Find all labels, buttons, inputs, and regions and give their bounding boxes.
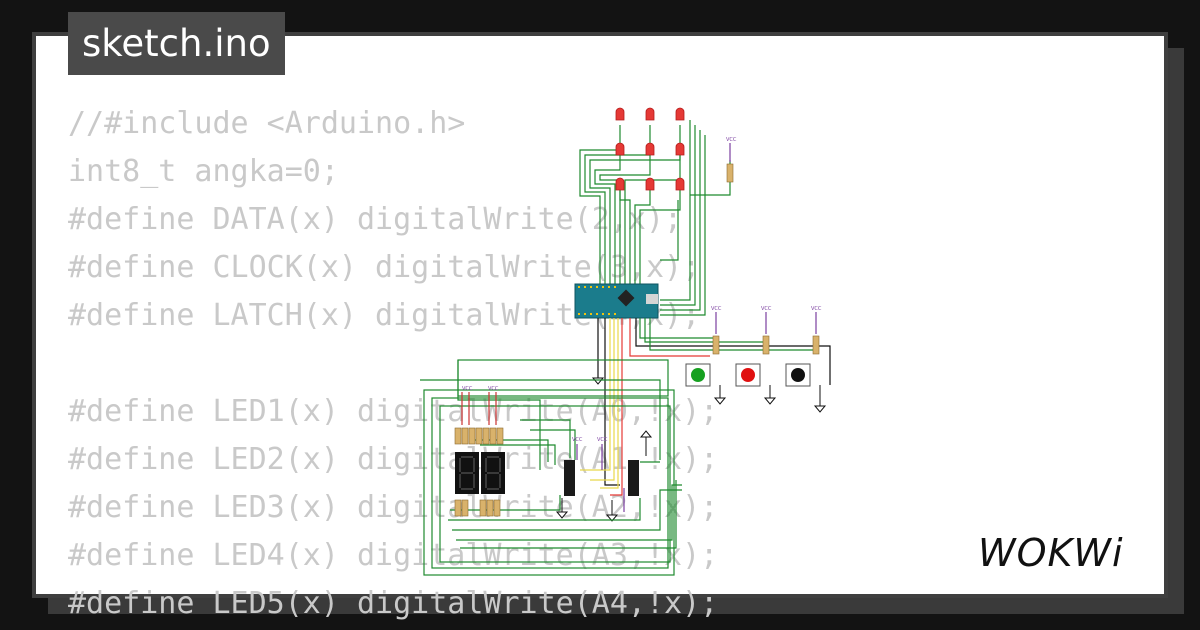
arduino-nano [574, 283, 659, 319]
vcc-label: VCC [462, 386, 473, 392]
vcc-label: VCC [811, 306, 822, 312]
code-line: int8_t angka=0; [68, 154, 339, 189]
logo-text: WOKWi [978, 531, 1124, 575]
ground-symbols [555, 377, 827, 522]
nano-wires [580, 318, 831, 496]
resistor-bank: VCC VCC [454, 386, 504, 517]
code-line: #define LED5(x) digitalWrite(A4,!x); [68, 586, 719, 621]
vcc-label: VCC [597, 437, 608, 443]
code-line: #define LED3(x) digitalWrite(A2,!x); [68, 490, 719, 525]
seven-segment-display [455, 452, 505, 494]
button-resistors: VCC VCC VCC [711, 306, 822, 355]
code-line: #define DATA(x) digitalWrite(2,x); [68, 202, 683, 237]
vcc-label: VCC [488, 386, 499, 392]
push-buttons [685, 363, 811, 387]
code-preview: //#include <Arduino.h> int8_t angka=0; #de… [68, 100, 718, 628]
display-wires [420, 359, 682, 576]
filename-tab: sketch.ino [68, 12, 285, 75]
vcc-label: VCC [761, 306, 772, 312]
resistor: VCC [726, 137, 737, 183]
vcc-label: VCC [711, 306, 722, 312]
code-line: #define CLOCK(x) digitalWrite(3,x); [68, 250, 701, 285]
vcc-label: VCC [572, 437, 583, 443]
shift-register-ics: VCC VCC [564, 437, 639, 512]
code-line: #define LED2(x) digitalWrite(A1,!x); [68, 442, 719, 477]
code-line: #define LED4(x) digitalWrite(A3,!x); [68, 538, 719, 573]
led-matrix [615, 107, 685, 191]
code-line: //#include <Arduino.h> [68, 106, 466, 141]
vcc-label: VCC [726, 137, 737, 143]
wokwi-logo: WOKWi [978, 531, 1124, 575]
